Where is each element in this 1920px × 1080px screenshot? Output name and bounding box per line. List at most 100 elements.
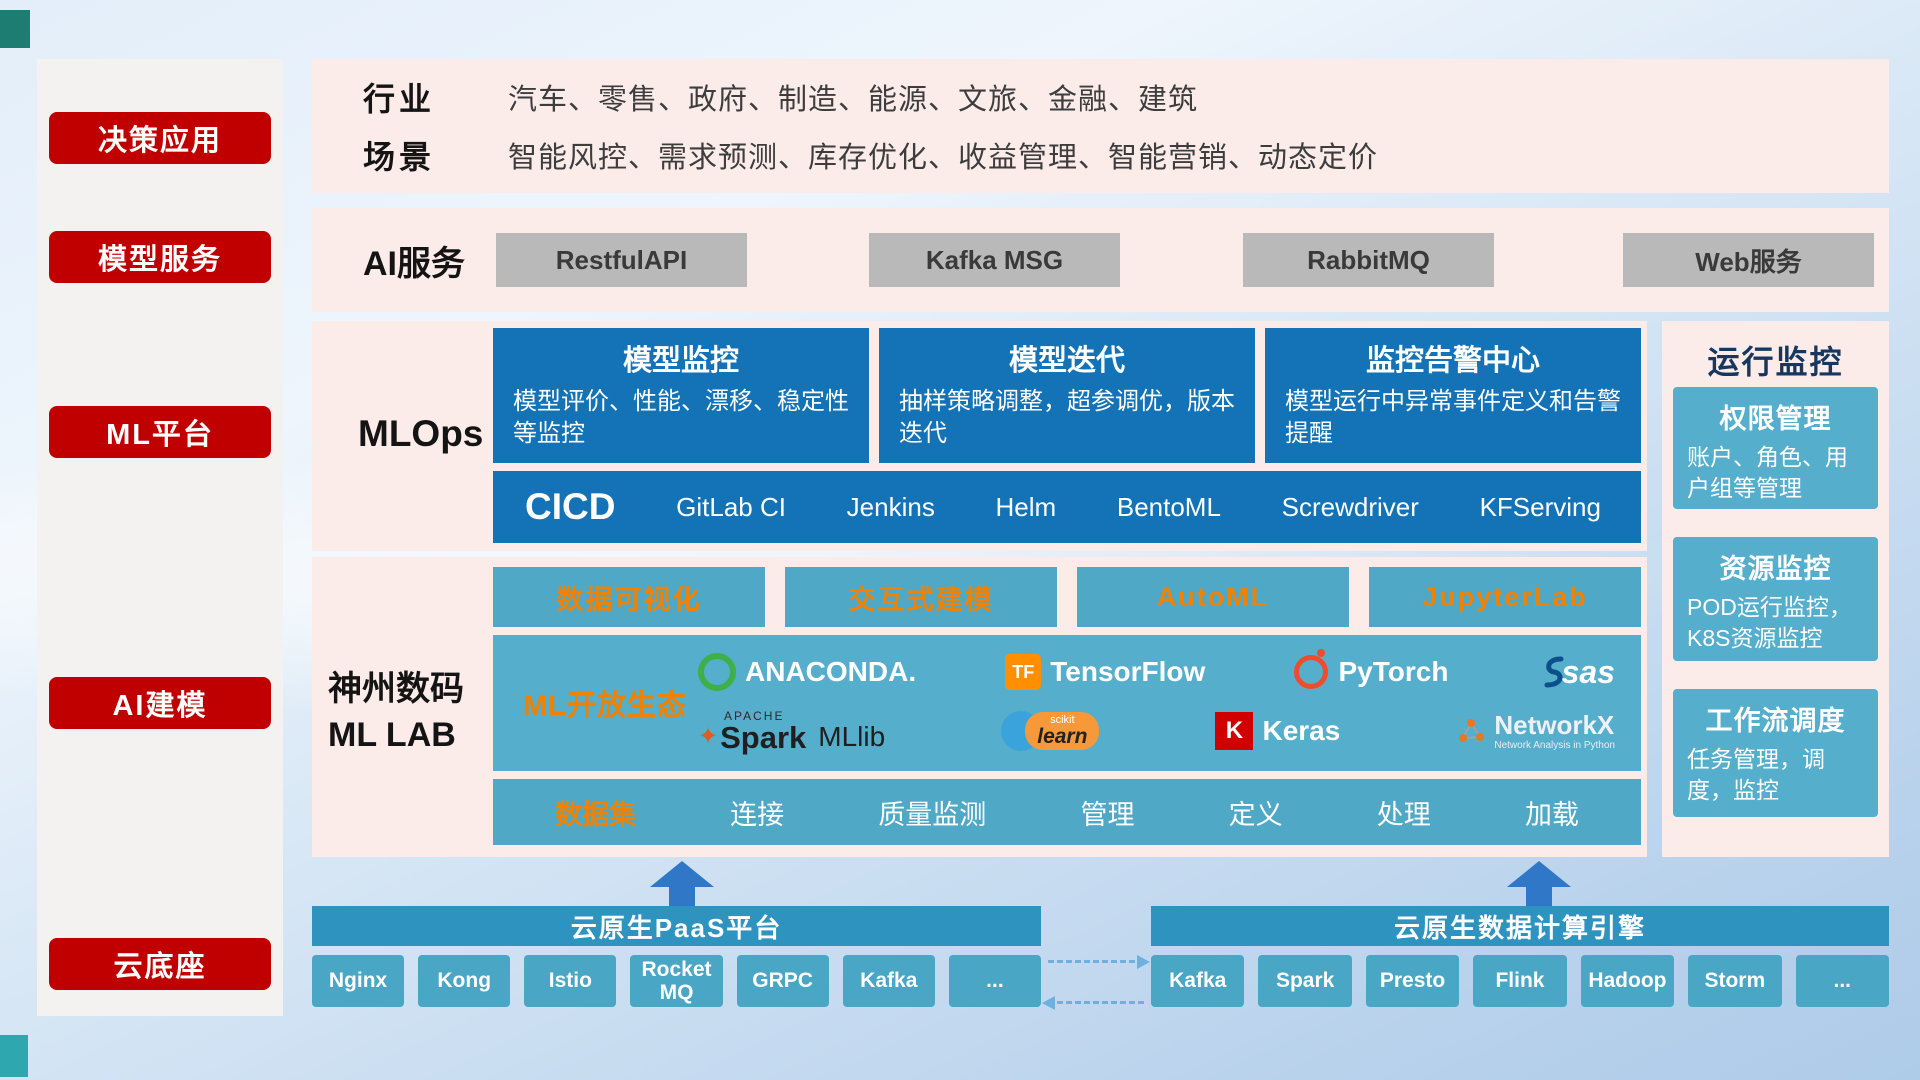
runtime-monitor-panel: 运行监控 权限管理 账户、角色、用户组等管理 资源监控 POD运行监控，K8S资… [1662,321,1889,857]
scikit-learn-logo: scikit learn [1001,711,1100,752]
dataset-label: 数据集 [555,799,636,830]
runtime-monitor-title: 运行监控 [1707,344,1844,380]
spark-star-icon [698,725,718,749]
layer-sidebar: 决策应用 模型服务 ML平台 AI建模 云底座 [37,59,283,1016]
tool-data-visualization: 数据可视化 [493,567,765,627]
mllab-label: 神州数码 ML LAB [328,667,464,759]
card-title: 模型监控 [622,345,739,377]
cicd-bar: CICD GitLab CI Jenkins Helm BentoML Scre… [493,471,1641,543]
mllab-label-line2: ML LAB [328,715,456,754]
card-desc: 账户、角色、用户组等管理 [1687,444,1848,502]
card-model-iteration: 模型迭代 抽样策略调整，超参调优，版本迭代 [879,328,1255,463]
service-kafka-msg: Kafka MSG [869,233,1120,287]
tool-jenkins: Jenkins [846,491,935,522]
tool-screwdriver: Screwdriver [1281,491,1419,522]
tool-bentoml: BentoML [1116,491,1221,522]
keras-logo: K Keras [1215,712,1341,751]
card-permission-management: 权限管理 账户、角色、用户组等管理 [1673,387,1878,509]
pipeline-quality: 质量监测 [878,799,987,830]
corner-decoration-top [0,10,30,48]
chip-rocketmq: RocketMQ [630,955,723,1007]
pipeline-load: 加载 [1524,799,1579,830]
layer-label-cloud-base: 云底座 [49,938,271,990]
corner-decoration-bottom [0,1035,28,1077]
scenario-list: 智能风控、需求预测、库存优化、收益管理、智能营销、动态定价 [508,142,1379,174]
networkx-icon [1459,719,1485,743]
mllib-text: MLlib [818,720,886,752]
card-title: 权限管理 [1719,404,1832,434]
industry-list: 汽车、零售、政府、制造、能源、文旅、金融、建筑 [508,84,1199,116]
chip-more: ... [1795,955,1889,1007]
ml-ecosystem-label: ML开放生态 [523,690,687,722]
spark-apache-text: APACHE [724,708,785,723]
scikit-learn-badge: scikit learn [1025,712,1100,751]
up-arrow-icon [1507,861,1571,907]
mllab-label-line1: 神州数码 [328,670,464,708]
pipeline-process: 处理 [1376,799,1431,830]
card-desc: 任务管理，调度，监控 [1687,746,1825,804]
tensorflow-icon [1005,654,1042,691]
layer-label-ai-modeling: AI建模 [49,677,271,729]
chip-hadoop: Hadoop [1580,955,1675,1007]
service-rabbitmq: RabbitMQ [1243,233,1494,287]
chip-spark: Spark [1258,955,1352,1007]
mlops-cards: 模型监控 模型评价、性能、漂移、稳定性等监控 模型迭代 抽样策略调整，超参调优，… [493,328,1641,463]
industry-scenario-panel: 行业 汽车、零售、政府、制造、能源、文旅、金融、建筑 场景 智能风控、需求预测、… [312,59,1889,193]
service-web: Web服务 [1623,233,1874,287]
tool-kfserving: KFServing [1479,491,1601,522]
dashed-arrow-right-icon [1048,955,1150,969]
layer-label-decision-app: 决策应用 [49,112,271,164]
chip-more: ... [948,955,1041,1007]
up-arrow-icon [650,861,714,907]
ai-service-label: AI服务 [363,244,465,283]
card-alert-center: 监控告警中心 模型运行中异常事件定义和告警提醒 [1265,328,1641,463]
sas-swoosh-icon [1544,656,1564,688]
pipeline-connect: 连接 [730,799,785,830]
keras-text: Keras [1262,715,1341,747]
card-title: 监控告警中心 [1365,345,1540,377]
chip-presto: Presto [1365,955,1460,1007]
scenario-label: 场景 [363,139,436,175]
layer-label-model-service: 模型服务 [49,231,271,283]
pytorch-logo: PyTorch [1294,649,1449,690]
chip-istio: Istio [524,955,617,1007]
networkx-logo: NetworkX Network Analysis in Python [1456,711,1615,751]
chip-storm: Storm [1688,955,1782,1007]
mlops-label: MLOps [358,413,484,454]
tool-jupyterlab: JupyterLab [1369,567,1641,627]
paas-platform-title: 云原生PaaS平台 [312,906,1041,946]
tool-gitlab-ci: GitLab CI [676,491,786,522]
card-resource-monitoring: 资源监控 POD运行监控，K8S资源监控 [1673,537,1878,661]
card-desc: 模型评价、性能、漂移、稳定性等监控 [513,388,849,447]
card-model-monitoring: 模型监控 模型评价、性能、漂移、稳定性等监控 [493,328,869,463]
anaconda-icon [698,653,736,692]
scikit-text: scikit [1050,714,1075,727]
pytorch-text: PyTorch [1338,656,1449,688]
cicd-title: CICD [525,486,616,527]
pytorch-icon [1294,649,1329,690]
keras-icon: K [1215,712,1254,751]
sas-text: sas [1561,653,1615,690]
anaconda-logo: ANACONDA. [698,653,916,692]
chip-kong: Kong [418,955,511,1007]
ml-ecosystem-logos: ANACONDA. TensorFlow PyTorch sa [698,635,1641,771]
chip-grpc: GRPC [736,955,829,1007]
paas-components: Nginx Kong Istio RocketMQ GRPC Kafka ... [312,955,1041,1007]
ml-ecosystem-box: ML开放生态 ANACONDA. TensorFlow PyTorch [493,635,1641,771]
card-title: 资源监控 [1719,554,1832,584]
tool-automl: AutoML [1077,567,1349,627]
sas-logo: sas [1538,654,1615,691]
networkx-subtitle: Network Analysis in Python [1494,739,1615,751]
layer-label-ml-platform: ML平台 [49,406,271,458]
dashed-arrow-left-icon [1042,996,1144,1010]
mllab-panel: 神州数码 ML LAB 数据可视化 交互式建模 AutoML JupyterLa… [312,557,1647,857]
ai-service-panel: AI服务 RestfulAPI Kafka MSG RabbitMQ Web服务 [312,208,1889,312]
service-restfulapi: RestfulAPI [496,233,747,287]
chip-kafka: Kafka [842,955,935,1007]
data-engine-components: Kafka Spark Presto Flink Hadoop Storm ..… [1151,955,1889,1007]
card-desc: POD运行监控，K8S资源监控 [1687,594,1852,652]
chip-nginx: Nginx [312,955,405,1007]
chip-kafka: Kafka [1151,955,1245,1007]
mlops-panel: MLOps 模型监控 模型评价、性能、漂移、稳定性等监控 模型迭代 抽样策略调整… [312,321,1647,551]
tensorflow-logo: TensorFlow [1005,654,1205,691]
